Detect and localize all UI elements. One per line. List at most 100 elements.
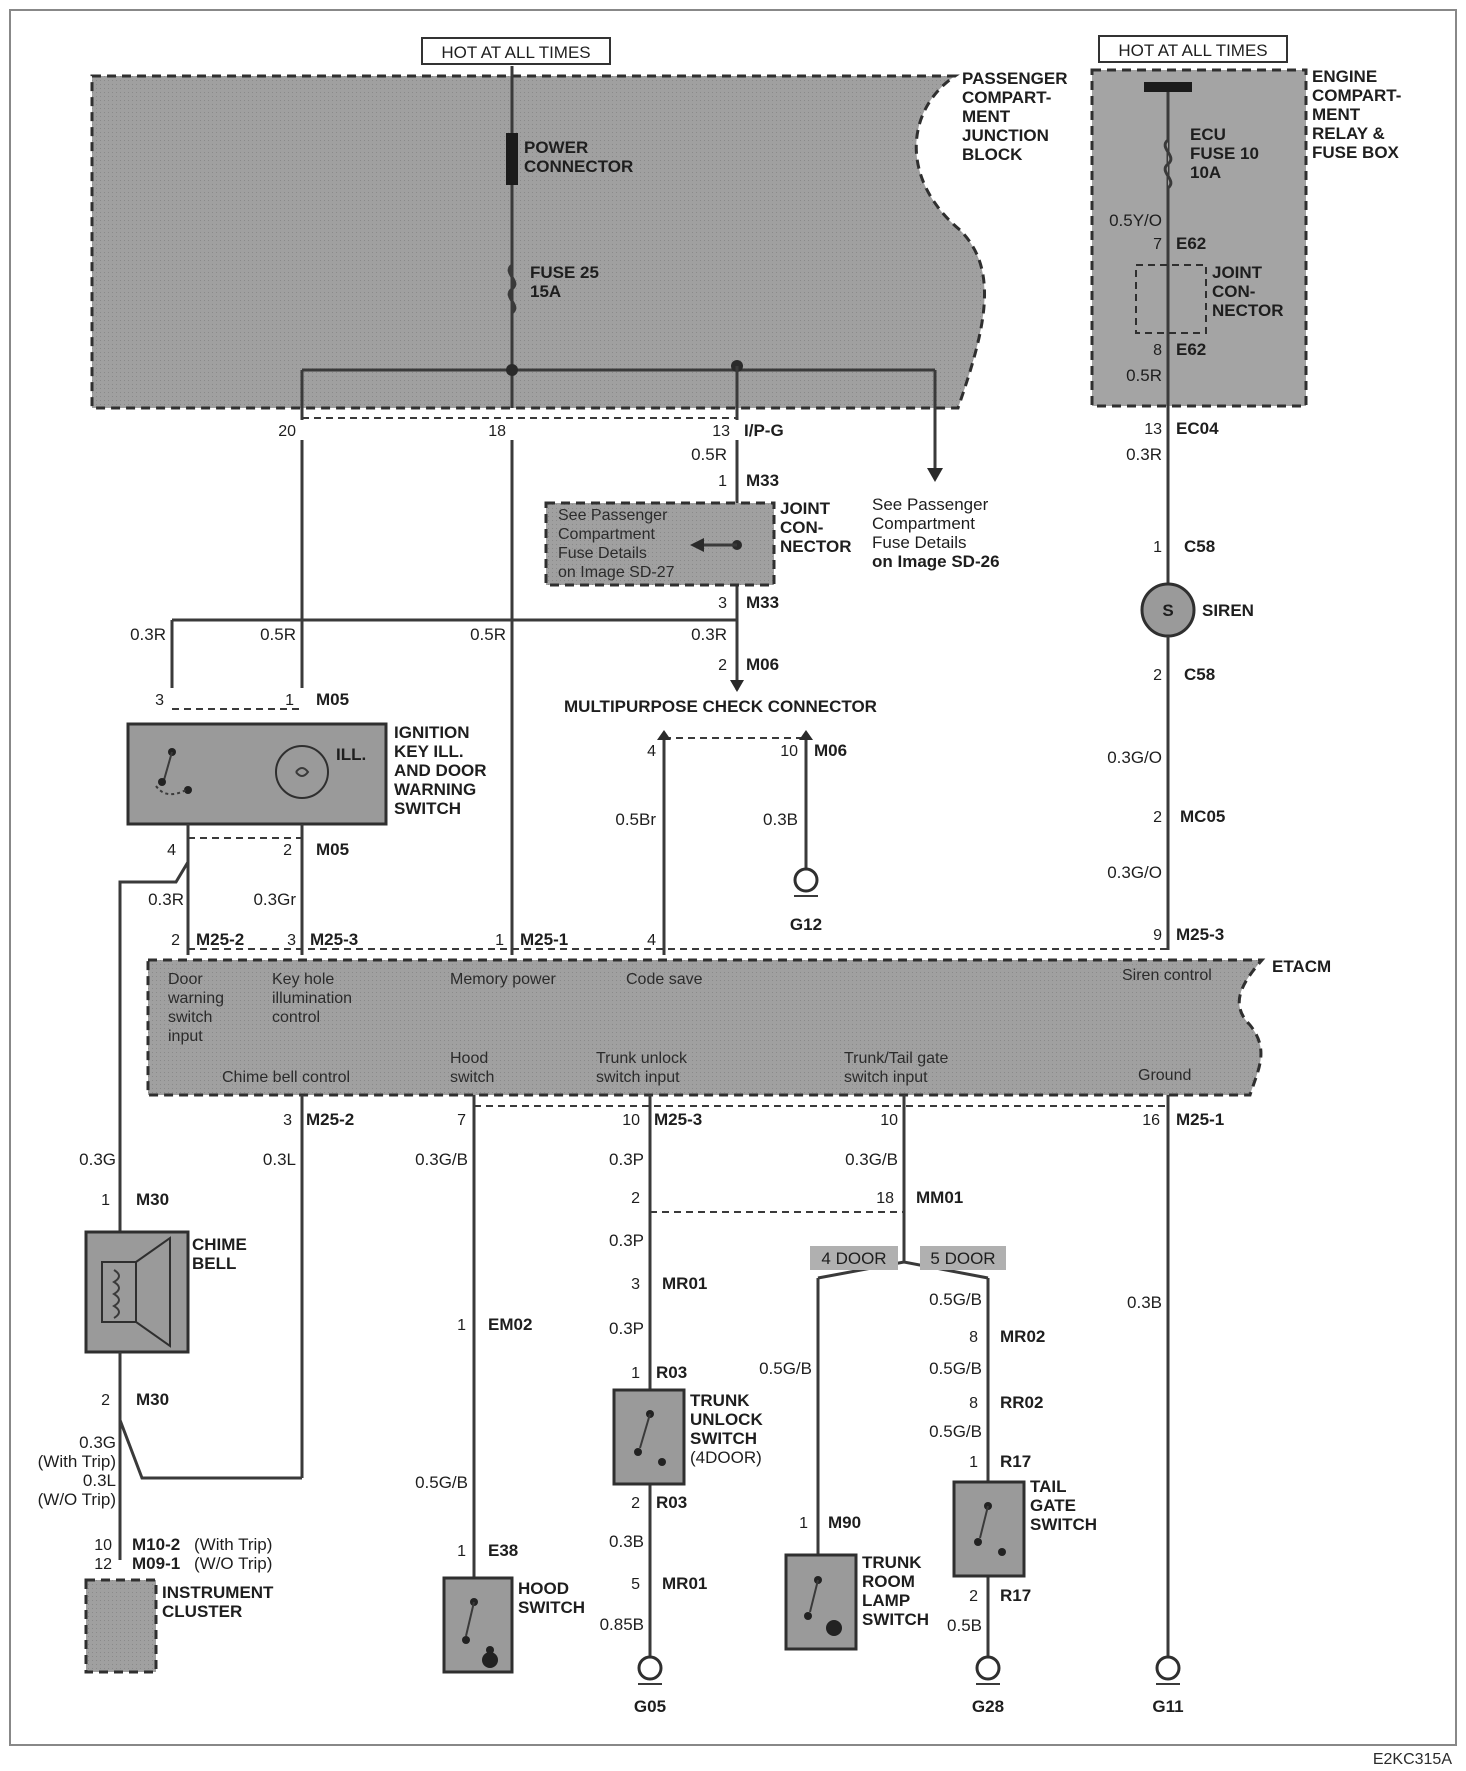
svg-text:E38: E38 xyxy=(488,1541,518,1560)
svg-text:FUSE 25: FUSE 25 xyxy=(530,263,599,282)
svg-text:M05: M05 xyxy=(316,690,349,709)
svg-text:switch: switch xyxy=(450,1069,494,1086)
svg-text:R03: R03 xyxy=(656,1493,687,1512)
siren-label: SIREN xyxy=(1202,601,1254,620)
svg-text:WARNING: WARNING xyxy=(394,780,476,799)
svg-text:MR01: MR01 xyxy=(662,1274,707,1293)
svg-text:1: 1 xyxy=(799,1515,808,1532)
svg-text:switch input: switch input xyxy=(596,1069,680,1086)
power-connector-label: POWER CONNECTOR xyxy=(524,138,633,176)
svg-text:S: S xyxy=(1162,601,1173,620)
svg-text:1: 1 xyxy=(285,692,294,709)
svg-text:See Passenger: See Passenger xyxy=(558,507,668,524)
svg-text:10: 10 xyxy=(880,1112,898,1129)
svg-text:15A: 15A xyxy=(530,282,561,301)
svg-text:0.3L: 0.3L xyxy=(83,1471,116,1490)
pcjb-title: PASSENGER COMPART- MENT JUNCTION BLOCK xyxy=(962,69,1068,164)
svg-text:GATE: GATE xyxy=(1030,1496,1076,1515)
ground-g28-icon xyxy=(975,1655,1001,1681)
svg-text:FUSE 10: FUSE 10 xyxy=(1190,144,1259,163)
svg-text:M33: M33 xyxy=(746,471,779,490)
svg-text:0.5R: 0.5R xyxy=(470,625,506,644)
trunk-unlock-switch xyxy=(612,1388,686,1486)
svg-text:M25-2: M25-2 xyxy=(306,1110,354,1129)
svg-text:MM01: MM01 xyxy=(916,1188,963,1207)
hood-switch-label: HOOD SWITCH xyxy=(518,1579,585,1617)
ground-g11: G11 xyxy=(1152,1697,1183,1716)
ground-g05: G05 xyxy=(634,1697,666,1716)
svg-text:Door: Door xyxy=(168,971,203,988)
svg-text:(W/O Trip): (W/O Trip) xyxy=(38,1490,116,1509)
pin-13: 13 xyxy=(712,423,730,440)
svg-text:10A: 10A xyxy=(1190,163,1221,182)
svg-text:13: 13 xyxy=(1144,421,1162,438)
svg-text:0.3G/O: 0.3G/O xyxy=(1107,748,1162,767)
svg-text:8: 8 xyxy=(969,1329,978,1346)
svg-text:SWITCH: SWITCH xyxy=(394,799,461,818)
svg-text:8: 8 xyxy=(1153,342,1162,359)
svg-text:M06: M06 xyxy=(746,655,779,674)
svg-text:ILL.: ILL. xyxy=(336,745,366,764)
etacm-door-warning: Door warning switch input xyxy=(167,971,224,1045)
svg-text:0.3R: 0.3R xyxy=(691,625,727,644)
ecu-fuse-icon xyxy=(1163,138,1173,190)
svg-text:1: 1 xyxy=(101,1192,110,1209)
engine-fuse-box xyxy=(1090,68,1308,408)
svg-text:R03: R03 xyxy=(656,1363,687,1382)
svg-text:(With Trip): (With Trip) xyxy=(194,1535,272,1554)
svg-text:KEY ILL.: KEY ILL. xyxy=(394,742,464,761)
svg-text:ECU: ECU xyxy=(1190,125,1226,144)
etacm-siren-control: Siren control xyxy=(1122,967,1212,984)
svg-text:COMPART-: COMPART- xyxy=(1312,86,1401,105)
speaker-icon xyxy=(135,1236,171,1348)
ground-g11-icon xyxy=(1155,1655,1181,1681)
svg-text:E62: E62 xyxy=(1176,234,1206,253)
svg-text:NECTOR: NECTOR xyxy=(780,537,851,556)
svg-text:4 DOOR: 4 DOOR xyxy=(821,1249,886,1268)
chime-trip-note: 0.3G (With Trip) 0.3L (W/O Trip) xyxy=(38,1433,116,1509)
chime-bell-label: CHIME BELL xyxy=(192,1235,247,1273)
svg-text:See Passenger: See Passenger xyxy=(872,495,989,514)
svg-text:R17: R17 xyxy=(1000,1586,1031,1605)
svg-text:0.3L: 0.3L xyxy=(263,1150,296,1169)
ground-g05-icon xyxy=(637,1655,663,1681)
svg-text:0.5Br: 0.5Br xyxy=(615,810,656,829)
svg-text:0.85B: 0.85B xyxy=(600,1615,644,1634)
figure-code: E2KC315A xyxy=(1373,1751,1452,1768)
svg-text:0.5G/B: 0.5G/B xyxy=(929,1422,982,1441)
svg-text:AND DOOR: AND DOOR xyxy=(394,761,487,780)
svg-text:2: 2 xyxy=(631,1190,640,1207)
joint-connector-e62 xyxy=(1135,264,1207,334)
svg-text:M33: M33 xyxy=(746,593,779,612)
svg-text:0.3R: 0.3R xyxy=(148,890,184,909)
svg-text:CON-: CON- xyxy=(780,518,823,537)
svg-text:BLOCK: BLOCK xyxy=(962,145,1023,164)
joint-m33-label: JOINT CON- NECTOR xyxy=(780,499,851,556)
etacm-code-save: Code save xyxy=(626,971,703,988)
svg-text:0.5G/B: 0.5G/B xyxy=(415,1473,468,1492)
svg-text:4: 4 xyxy=(647,743,656,760)
svg-text:switch: switch xyxy=(168,1009,212,1026)
svg-text:MENT: MENT xyxy=(962,107,1011,126)
svg-text:3: 3 xyxy=(631,1276,640,1293)
ignition-switch-label: IGNITION KEY ILL. AND DOOR WARNING SWITC… xyxy=(394,723,487,818)
svg-text:M25-3: M25-3 xyxy=(1176,925,1224,944)
instrument-cluster-label: INSTRUMENT CLUSTER xyxy=(162,1583,274,1621)
ground-g28: G28 xyxy=(972,1697,1004,1716)
svg-text:BELL: BELL xyxy=(192,1254,236,1273)
svg-text:1: 1 xyxy=(969,1454,978,1471)
etacm-trunk-tail: Trunk/Tail gate switch input xyxy=(844,1050,948,1086)
svg-text:LAMP: LAMP xyxy=(862,1591,910,1610)
etacm-memory-power: Memory power xyxy=(450,971,556,988)
svg-text:2: 2 xyxy=(101,1392,110,1409)
joint-connector-e62-label: JOINT CON- NECTOR xyxy=(1212,263,1283,320)
svg-text:7: 7 xyxy=(1153,236,1162,253)
svg-text:12: 12 xyxy=(94,1556,112,1573)
etacm-key-hole: Key hole illumination control xyxy=(272,971,352,1026)
svg-text:on Image SD-27: on Image SD-27 xyxy=(558,564,675,581)
svg-text:2: 2 xyxy=(171,932,180,949)
svg-text:INSTRUMENT: INSTRUMENT xyxy=(162,1583,274,1602)
svg-text:TAIL: TAIL xyxy=(1030,1477,1067,1496)
svg-text:MR02: MR02 xyxy=(1000,1327,1045,1346)
svg-text:UNLOCK: UNLOCK xyxy=(690,1410,763,1429)
